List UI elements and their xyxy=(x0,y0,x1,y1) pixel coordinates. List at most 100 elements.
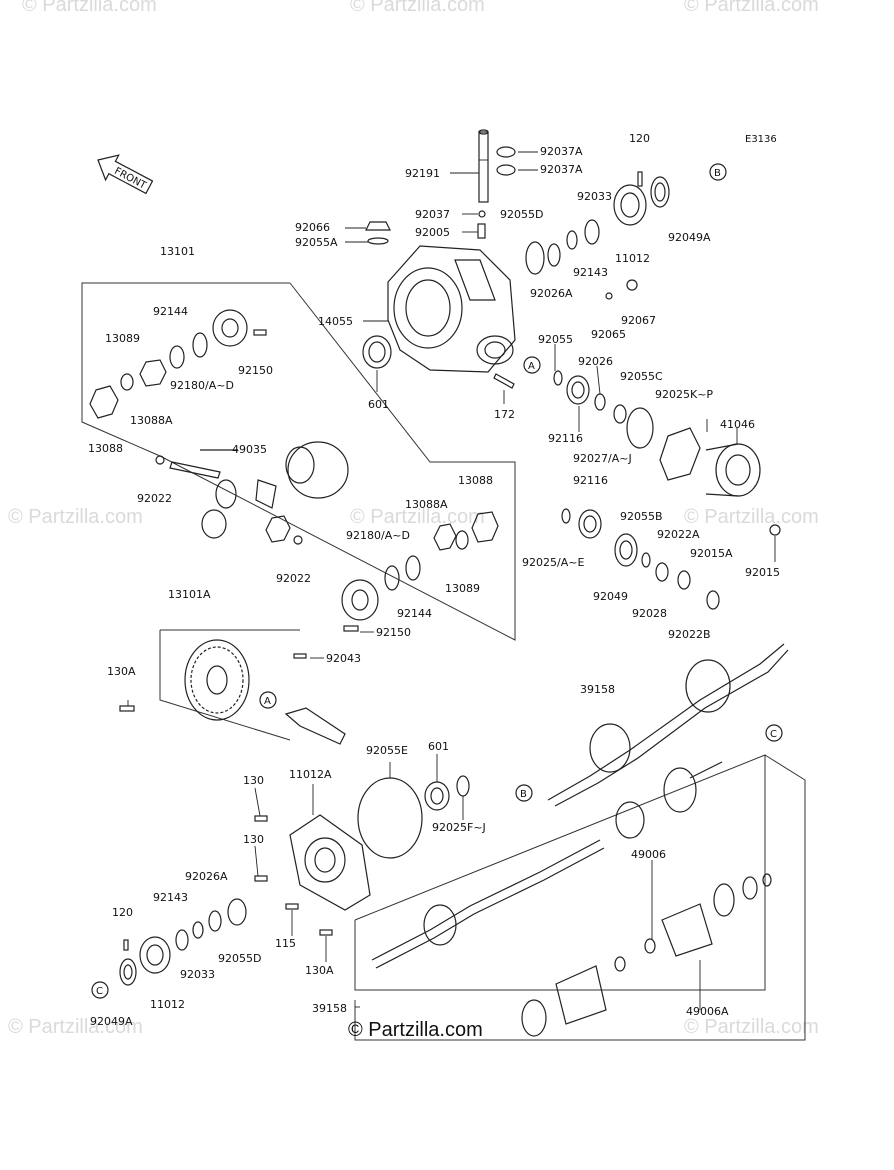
label: 130 xyxy=(243,833,264,846)
washer-92022-left xyxy=(155,455,165,465)
clip-92037A xyxy=(496,146,516,176)
label: 92025F~J xyxy=(432,821,486,834)
svg-text:B: B xyxy=(714,168,721,179)
drive-shaft-39158-bot xyxy=(371,761,723,969)
plug-92066 xyxy=(365,221,391,231)
bearing-601-top xyxy=(362,335,392,369)
label: 41046 xyxy=(720,418,755,431)
svg-text:B: B xyxy=(520,789,527,800)
label: 92143 xyxy=(573,266,608,279)
label: 13101 xyxy=(160,245,195,258)
label: 13089 xyxy=(445,582,480,595)
leader-lines xyxy=(127,151,776,1010)
label: 92026A xyxy=(530,287,573,300)
gear-13088A-right xyxy=(433,523,457,551)
label: 92191 xyxy=(405,167,440,180)
label: 92015 xyxy=(745,566,780,579)
label: 39158 xyxy=(580,683,615,696)
label: 92180/A~D xyxy=(170,379,234,392)
label: 601 xyxy=(368,398,389,411)
label: 120 xyxy=(629,132,650,145)
pin-92005 xyxy=(477,223,486,239)
label: 92150 xyxy=(238,364,273,377)
callout-c-top: C xyxy=(765,724,783,742)
label: 92143 xyxy=(153,891,188,904)
front-arrow-icon: FRONT xyxy=(97,154,154,195)
bolt-115 xyxy=(285,903,299,910)
washer-92022-mid xyxy=(293,535,303,545)
seal-92143 xyxy=(584,219,600,245)
housing-14055 xyxy=(387,245,516,373)
label: 92144 xyxy=(153,305,188,318)
boot-49006A xyxy=(521,965,607,1037)
bolt-92015 xyxy=(769,524,781,536)
washer-92144-top xyxy=(169,345,185,369)
seal-92143-bot xyxy=(175,929,189,951)
label: 13088 xyxy=(88,442,123,455)
bolt-130A-top xyxy=(119,705,135,712)
label: 92028 xyxy=(632,607,667,620)
washer-92144-mid xyxy=(405,555,421,581)
label: 92055E xyxy=(366,744,408,757)
bolt-120-bot xyxy=(123,939,129,951)
bolt-92150-mid xyxy=(343,625,359,632)
svg-text:C: C xyxy=(96,986,103,997)
washer-13089-top xyxy=(120,373,134,391)
flange-92144-group xyxy=(212,309,248,347)
seal-92049A-bot xyxy=(119,958,137,986)
shaft-pin xyxy=(169,461,221,479)
label: 92049A xyxy=(668,231,711,244)
bolt-130A-bot xyxy=(319,929,333,936)
label: 120 xyxy=(112,906,133,919)
watermark: © Partzilla.com xyxy=(684,506,819,528)
seal-92049 xyxy=(614,533,638,567)
label: 92055A xyxy=(295,236,338,249)
shim-92025FJ xyxy=(456,775,470,797)
shaft-92191 xyxy=(478,129,489,203)
label: 92066 xyxy=(295,221,330,234)
group-frames xyxy=(81,282,806,1041)
label: 49006A xyxy=(686,1005,729,1018)
oring-92065 xyxy=(605,292,613,300)
oring-92055E xyxy=(357,777,423,859)
label: 92025/A~E xyxy=(522,556,584,569)
bearing-92116-mid xyxy=(578,509,602,539)
label: 92049A xyxy=(90,1015,133,1028)
stud-172 xyxy=(493,373,515,389)
gear-13088A-top xyxy=(139,359,167,387)
bearing-housing-11012 xyxy=(613,184,647,226)
label: 92055B xyxy=(620,510,663,523)
label: 92037A xyxy=(540,163,583,176)
label: 92116 xyxy=(573,474,608,487)
label: 14055 xyxy=(318,315,353,328)
label: 11012 xyxy=(615,252,650,265)
label: 92025K~P xyxy=(655,388,713,401)
washer-13089-mid xyxy=(455,530,469,550)
cover-11012A xyxy=(289,814,371,911)
bolt-92150-top xyxy=(253,329,267,336)
label: 130 xyxy=(243,774,264,787)
gear-13088-left xyxy=(89,385,119,419)
label: 130A xyxy=(107,665,136,678)
watermark: © Partzilla.com xyxy=(350,506,485,528)
label: 13089 xyxy=(105,332,140,345)
label: 92049 xyxy=(593,590,628,603)
label: 92116 xyxy=(548,432,583,445)
pin-92043 xyxy=(293,653,307,659)
bolt-130-1 xyxy=(254,815,268,822)
seal-92049A-top xyxy=(650,176,670,208)
watermark: © Partzilla.com xyxy=(22,0,157,16)
bearing-housing-11012-bot xyxy=(139,936,171,974)
label: 92067 xyxy=(621,314,656,327)
label: 13088A xyxy=(130,414,173,427)
gear-13088-right xyxy=(471,511,499,543)
part-labels: 92037A 92037A 92191 120 92037 92055D 920… xyxy=(88,132,780,1028)
ring-92025AE xyxy=(561,508,571,524)
label: 13101A xyxy=(168,588,211,601)
label: 172 xyxy=(494,408,515,421)
label: 92037 xyxy=(415,208,450,221)
label: 92022A xyxy=(657,528,700,541)
ring-gear-13101A xyxy=(184,639,250,721)
watermark: © Partzilla.com xyxy=(350,0,485,16)
oring-92055C xyxy=(626,407,654,449)
